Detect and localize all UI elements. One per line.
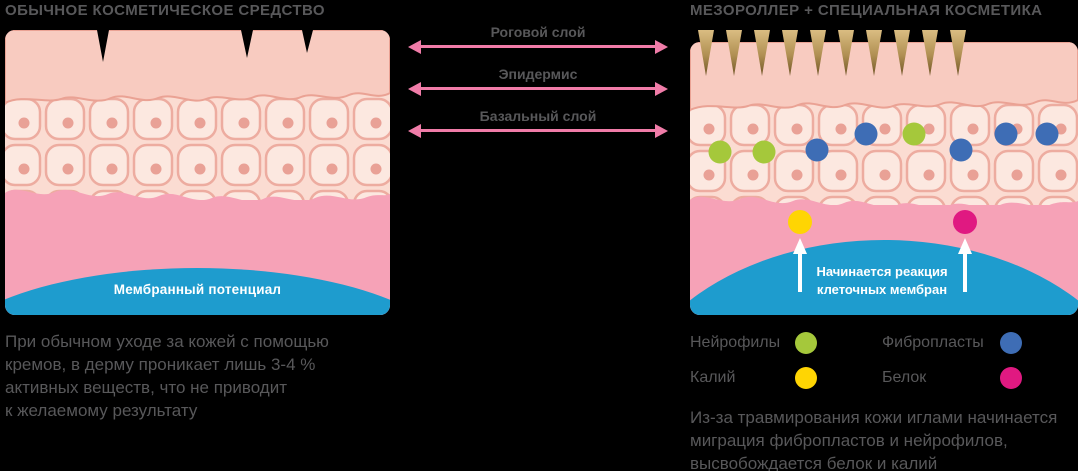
- legend-item-potassium: Калий: [690, 367, 882, 389]
- left-description: При обычном уходе за кожей с помощью кре…: [5, 332, 329, 420]
- up-arrowhead-icon: [793, 238, 807, 254]
- potassium-dot-icon: [795, 367, 817, 389]
- regular-cosmetics-skin-diagram: Мембранный потенциал: [5, 30, 390, 315]
- skin-crack: [302, 30, 313, 53]
- neutrophil-dot: [708, 140, 732, 164]
- needle-icon: [810, 30, 826, 76]
- neutrophil-dot: [752, 140, 776, 164]
- layer-label-corneum: Роговой слой: [490, 24, 586, 40]
- needle-icon: [838, 30, 854, 76]
- needle-icon: [894, 30, 910, 76]
- protein-dot-icon: [1000, 367, 1022, 389]
- legend-label: Калий: [690, 369, 736, 386]
- layer-label-basal: Базальный слой: [479, 108, 597, 124]
- legend: Нейрофилы Фибропласты Калий Белок: [690, 332, 1022, 389]
- membrane-reaction-label: Начинается реакция клеточных мембран: [816, 264, 948, 297]
- potassium-dot: [788, 210, 812, 234]
- fibroblast-dot-icon: [1000, 332, 1022, 354]
- neutrophil-dot: [902, 122, 926, 146]
- neutrophil-dot-icon: [795, 332, 817, 354]
- protein-dot: [953, 210, 977, 234]
- membrane-potential-label: Мембранный потенциал: [113, 282, 282, 297]
- legend-item-fibroblasts: Фибропласты: [882, 332, 1022, 354]
- mesoroller-needles: [698, 30, 966, 76]
- needle-icon: [754, 30, 770, 76]
- legend-item-protein: Белок: [882, 367, 1022, 389]
- reaction-up-arrows: [793, 238, 972, 292]
- fibroblast-dot: [805, 138, 829, 162]
- layer-group-corneum: Роговой слой: [408, 24, 668, 54]
- double-arrow-icon: [408, 123, 668, 138]
- skin-cross-section-left-illustration: [5, 30, 390, 315]
- skin-crack: [97, 30, 109, 62]
- needle-icon: [866, 30, 882, 76]
- double-arrow-icon: [408, 81, 668, 96]
- fibroblast-dot: [854, 122, 878, 146]
- skin-crack: [241, 30, 253, 58]
- skin-layer-labels: Роговой слой Эпидермис Базальный слой: [408, 24, 668, 150]
- legend-item-neutrophils: Нейрофилы: [690, 332, 882, 354]
- mesoroller-skin-diagram: Начинается реакция клеточных мембран: [690, 30, 1078, 315]
- needle-icon: [950, 30, 966, 76]
- fibroblast-dot: [949, 138, 973, 162]
- right-panel-title: МЕЗОРОЛЛЕР + СПЕЦИАЛЬНАЯ КОСМЕТИКА: [690, 2, 1043, 19]
- needle-icon: [698, 30, 714, 76]
- stratum-corneum-layer: [5, 30, 390, 105]
- double-arrow-icon: [408, 39, 668, 54]
- needle-icon: [922, 30, 938, 76]
- right-description: Из-за травмирования кожи иглами начинает…: [690, 408, 1058, 471]
- fibroblast-dot: [1035, 122, 1059, 146]
- stratum-corneum-layer: [690, 42, 1078, 112]
- skin-cross-section-right-illustration: [690, 30, 1078, 315]
- migrated-cells-dots: [708, 122, 1059, 164]
- legend-label: Нейрофилы: [690, 334, 781, 351]
- up-arrowhead-icon: [958, 238, 972, 254]
- needle-icon: [726, 30, 742, 76]
- layer-label-epidermis: Эпидермис: [498, 66, 578, 82]
- needle-icon: [782, 30, 798, 76]
- left-panel-title: ОБЫЧНОЕ КОСМЕТИЧЕСКОЕ СРЕДСТВО: [5, 2, 325, 19]
- layer-group-basal: Базальный слой: [408, 108, 668, 138]
- legend-label: Фибропласты: [882, 334, 984, 351]
- legend-label: Белок: [882, 369, 927, 386]
- fibroblast-dot: [994, 122, 1018, 146]
- layer-group-epidermis: Эпидермис: [408, 66, 668, 96]
